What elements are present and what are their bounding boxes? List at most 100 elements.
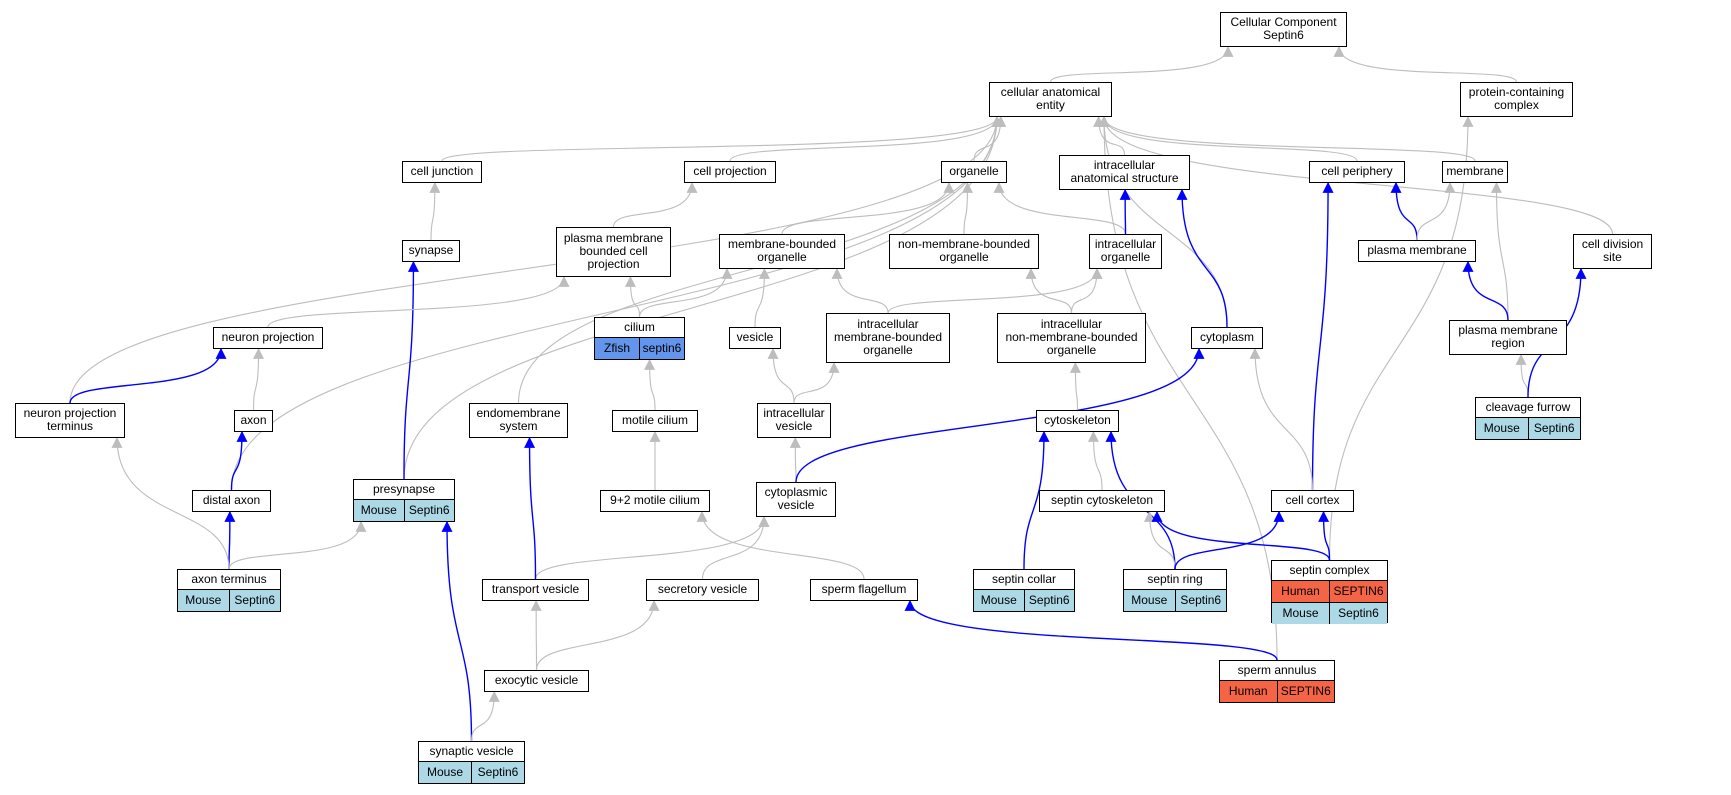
node-imbo[interactable]: intracellular membrane-bounded organelle xyxy=(826,313,950,363)
edge-cfur-to-pmr xyxy=(1515,353,1529,398)
node-mbo[interactable]: membrane-bounded organelle xyxy=(719,234,845,269)
node-sves[interactable]: secretory vesicle xyxy=(646,579,759,601)
node-root[interactable]: Cellular Component Septin6 xyxy=(1220,12,1347,47)
node-nmbo[interactable]: non-membrane-bounded organelle xyxy=(889,234,1039,269)
edge-cae-to-root xyxy=(1049,45,1234,83)
node-csk[interactable]: cytoskeleton xyxy=(1036,410,1119,432)
node-pmr[interactable]: plasma membrane region xyxy=(1449,320,1567,355)
node-ccor[interactable]: cell cortex xyxy=(1271,490,1354,512)
edge-pm-to-cper xyxy=(1390,181,1418,241)
edge-imbo-to-io xyxy=(887,267,1103,314)
node-cproj[interactable]: cell projection xyxy=(684,161,776,183)
node-exo[interactable]: exocytic vesicle xyxy=(484,670,589,692)
node-cds[interactable]: cell division site xyxy=(1573,234,1652,269)
edge-nproj-to-pmbcp xyxy=(267,275,570,328)
node-mem-label: membrane xyxy=(1446,164,1504,178)
node-cyto[interactable]: cytoplasm xyxy=(1191,327,1263,349)
edge-motc-to-cil xyxy=(644,358,656,411)
gene-tag: Septin6 xyxy=(471,762,524,783)
node-cper[interactable]: cell periphery xyxy=(1309,161,1405,183)
node-scsk[interactable]: septin cytoskeleton xyxy=(1039,490,1165,512)
node-ves[interactable]: vesicle xyxy=(729,327,781,349)
node-tves[interactable]: transport vesicle xyxy=(482,579,589,601)
node-motc-label: motile cilium xyxy=(621,413,688,427)
node-inmbo-label: intracellular non-membrane-bounded organ… xyxy=(1005,317,1138,357)
node-ias[interactable]: intracellular anatomical structure xyxy=(1059,155,1190,190)
node-root-label: Cellular Component Septin6 xyxy=(1230,15,1337,42)
edge-nmbo-to-org xyxy=(961,181,973,235)
node-cj[interactable]: cell junction xyxy=(402,161,482,183)
edge-synv-to-pre xyxy=(441,520,473,742)
node-npt[interactable]: neuron projection terminus xyxy=(15,403,125,438)
species-tag: Mouse xyxy=(426,765,464,779)
edge-scol-to-csk xyxy=(1023,430,1050,570)
edge-sflag-to-m92 xyxy=(696,510,865,580)
edge-org-to-cae xyxy=(973,115,1007,162)
node-mem[interactable]: membrane xyxy=(1442,161,1508,183)
node-scomp-label: septin complex xyxy=(1289,563,1370,577)
node-m92[interactable]: 9+2 motile cilium xyxy=(600,490,710,512)
edge-scomp-to-ccor xyxy=(1318,510,1331,561)
node-motc[interactable]: motile cilium xyxy=(612,410,698,432)
edge-pcc-to-root xyxy=(1333,45,1518,83)
node-axon[interactable]: axon xyxy=(234,410,273,432)
node-iv[interactable]: intracellular vesicle xyxy=(757,403,831,438)
node-org-label: organelle xyxy=(949,164,999,178)
node-pmbcp[interactable]: plasma membrane bounded cell projection xyxy=(556,227,671,277)
edge-mbo-to-org xyxy=(781,181,955,235)
edge-exo-to-sves xyxy=(535,599,660,671)
edge-cil-to-mbo xyxy=(638,267,733,318)
node-org[interactable]: organelle xyxy=(941,161,1007,183)
edge-io-to-org xyxy=(993,181,1127,235)
edge-synv-to-exo xyxy=(470,690,500,742)
node-pcc[interactable]: protein-containing complex xyxy=(1460,82,1573,117)
node-syn[interactable]: synapse xyxy=(402,240,460,262)
node-io[interactable]: intracellular organelle xyxy=(1089,234,1162,269)
node-cper-label: cell periphery xyxy=(1321,164,1393,178)
gene-tag: Septin6 xyxy=(228,590,281,611)
node-io-label: intracellular organelle xyxy=(1094,237,1157,264)
node-synv-annotation-row: Mouse Septin6 xyxy=(419,761,524,783)
node-dax[interactable]: distal axon xyxy=(192,490,271,512)
edge-cves-to-iv xyxy=(789,436,801,483)
node-cyto-label: cytoplasm xyxy=(1199,330,1255,344)
edge-pm-to-mem xyxy=(1416,181,1456,241)
node-nproj[interactable]: neuron projection xyxy=(213,327,323,349)
node-pmbcp-label: plasma membrane bounded cell projection xyxy=(563,231,664,271)
edge-sring-to-scsk xyxy=(1143,510,1176,570)
node-cae[interactable]: cellular anatomical entity xyxy=(989,82,1112,117)
edge-pmr-to-mem xyxy=(1490,181,1509,321)
node-cves[interactable]: cytoplasmic vesicle xyxy=(756,482,836,517)
edge-cproj-to-cae xyxy=(729,115,1003,162)
node-synv-label: synaptic vesicle xyxy=(429,744,514,758)
edge-cj-to-cae xyxy=(441,115,1003,162)
node-nmbo-label: non-membrane-bounded organelle xyxy=(897,237,1031,264)
edge-axt-to-npt xyxy=(111,436,230,570)
gene-tag: Septin6 xyxy=(1023,590,1075,611)
node-inmbo[interactable]: intracellular non-membrane-bounded organ… xyxy=(997,313,1146,363)
edge-iv-to-imbo xyxy=(793,361,840,404)
edge-tves-to-cves xyxy=(534,515,770,580)
species-tag: Mouse xyxy=(980,593,1017,607)
node-sflag[interactable]: sperm flagellum xyxy=(810,579,918,601)
gene-tag: Septin6 xyxy=(1329,603,1387,624)
node-csk-label: cytoskeleton xyxy=(1044,413,1111,427)
node-ems[interactable]: endomembrane system xyxy=(469,403,568,438)
node-pm[interactable]: plasma membrane xyxy=(1358,240,1476,262)
node-nproj-label: neuron projection xyxy=(221,330,315,344)
node-scsk-label: septin cytoskeleton xyxy=(1050,493,1154,507)
